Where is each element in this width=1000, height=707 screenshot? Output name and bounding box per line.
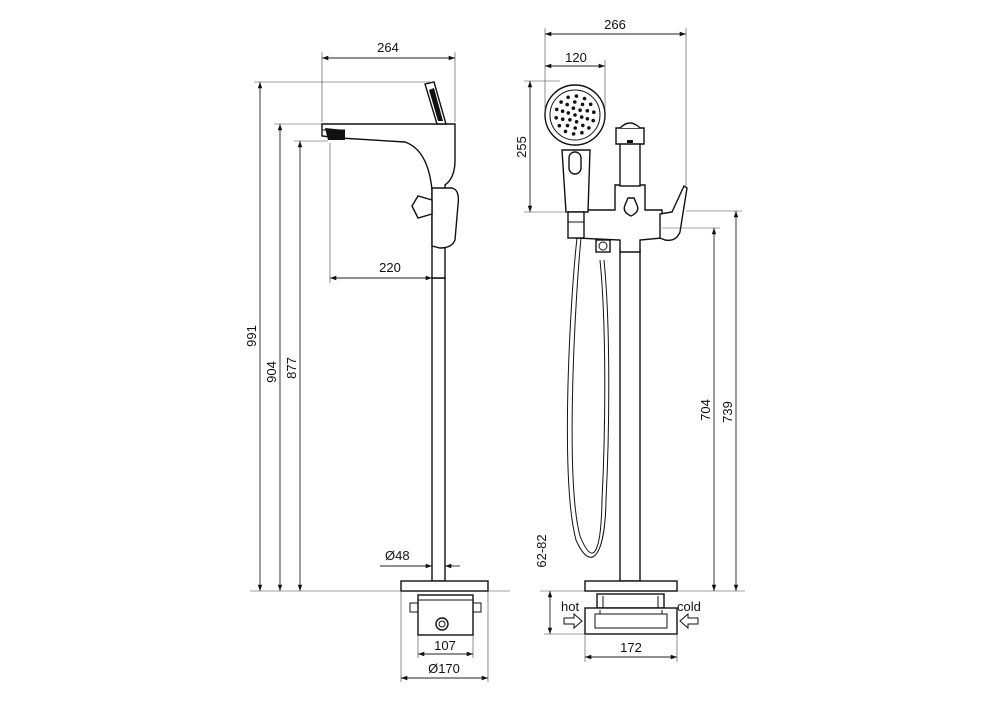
- dim-head-height: 255: [514, 136, 529, 158]
- nozzle-dot: [585, 117, 590, 121]
- side-diverter-housing: [431, 187, 460, 249]
- nozzle-dot: [592, 110, 596, 114]
- nozzle-dot: [560, 109, 565, 113]
- side-view: 264 220 991 904 877 Ø48 107 Ø170: [244, 40, 510, 682]
- nozzle-dot: [554, 116, 558, 120]
- nozzle-dot: [573, 100, 577, 104]
- nozzle-dot: [566, 95, 570, 100]
- nozzle-dot: [566, 111, 571, 115]
- nozzle-dot: [565, 123, 570, 128]
- front-base-plate: [584, 580, 678, 592]
- dim-overall-width: 266: [604, 17, 626, 32]
- nozzle-dot: [581, 123, 585, 128]
- front-rough-in-box: [596, 593, 665, 609]
- dim-box-width: 107: [434, 638, 456, 653]
- cold-arrow-icon: [679, 612, 699, 630]
- nozzle-dot: [563, 129, 568, 134]
- dim-height-904: 904: [264, 361, 279, 383]
- dim-column-diameter: Ø48: [385, 548, 410, 563]
- label-hot: hot: [561, 599, 579, 614]
- nozzle-dot: [560, 117, 565, 121]
- nozzle-dot: [574, 120, 579, 124]
- hot-arrow-icon: [563, 612, 583, 630]
- dim-box-width-front: 172: [620, 640, 642, 655]
- nozzle-dot: [578, 108, 582, 112]
- nozzle-dot: [559, 100, 563, 104]
- nozzle-dot: [571, 132, 576, 136]
- nozzle-dot: [555, 107, 559, 112]
- side-inlet: [435, 617, 449, 631]
- front-lever: [659, 184, 688, 242]
- dim-spout-outlet-height: 877: [284, 357, 299, 379]
- nozzle-dot: [582, 96, 587, 101]
- nozzle-dot: [557, 123, 562, 128]
- nozzle-dot: [580, 130, 584, 135]
- nozzle-dot: [568, 118, 572, 122]
- nozzle-dot: [591, 118, 595, 123]
- dim-base-diameter: Ø170: [428, 661, 460, 676]
- dim-height-739: 739: [720, 401, 735, 423]
- nozzle-dot: [571, 106, 576, 110]
- dim-total-height: 991: [244, 325, 259, 347]
- nozzle-dot: [574, 94, 579, 98]
- nozzle-dot: [573, 113, 577, 117]
- shower-nozzles: [554, 94, 596, 136]
- dim-floor-range: 62-82: [534, 534, 549, 567]
- shower-hose: [566, 237, 610, 558]
- side-base-plate: [400, 580, 489, 592]
- nozzle-dot: [565, 102, 569, 107]
- nozzle-dot: [585, 109, 590, 113]
- front-view: hot cold 266 120 255 704 739 62-82 172: [514, 17, 745, 662]
- front-shower-holder: [619, 141, 641, 187]
- nozzle-dot: [580, 102, 585, 107]
- label-cold: cold: [677, 599, 701, 614]
- front-diverter-knob: [623, 197, 639, 217]
- hose-connector: [595, 239, 611, 253]
- nozzle-dot: [579, 115, 584, 119]
- side-column: [431, 277, 446, 582]
- spout-outlet: [325, 128, 345, 140]
- nozzle-dot: [573, 126, 577, 130]
- nozzle-dot: [588, 102, 593, 107]
- dim-head-diameter: 120: [565, 50, 587, 65]
- dim-height-704: 704: [698, 399, 713, 421]
- front-column: [619, 249, 641, 582]
- side-diverter-knob: [411, 195, 433, 219]
- nozzle-dot: [587, 126, 591, 130]
- side-rough-in-box: [417, 594, 474, 636]
- dim-spout-width: 264: [377, 40, 399, 55]
- dim-spout-reach: 220: [379, 260, 401, 275]
